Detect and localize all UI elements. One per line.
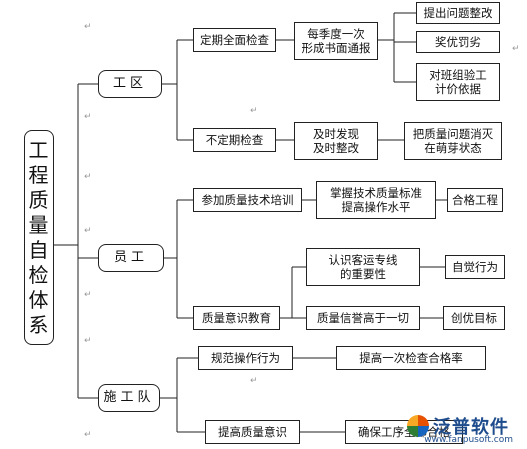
paragraph-mark: ↵ bbox=[84, 112, 92, 122]
paragraph-mark: ↵ bbox=[84, 290, 92, 300]
root-node: 工 程 质 量 自 检 体 系 bbox=[24, 130, 54, 345]
paragraph-mark: ↵ bbox=[84, 22, 92, 32]
master-standard-node: 掌握技术质量标准 提高操作水平 bbox=[316, 181, 436, 219]
brand-watermark: 泛普软件 bbox=[407, 413, 509, 439]
paragraph-mark: ↵ bbox=[250, 376, 258, 386]
team-basis-node: 对班组验工 计价依据 bbox=[416, 63, 500, 101]
reward-penalty-node: 奖优罚劣 bbox=[416, 31, 500, 53]
paragraph-mark: ↵ bbox=[84, 172, 92, 182]
brand-name: 泛普软件 bbox=[433, 417, 509, 438]
paragraph-mark: ↵ bbox=[84, 226, 92, 236]
paragraph-mark: ↵ bbox=[84, 430, 92, 440]
reputation-first-node: 质量信誉高于一切 bbox=[306, 306, 420, 330]
irregular-check-node: 不定期检查 bbox=[193, 128, 276, 152]
staff-node: 员工 bbox=[98, 244, 164, 272]
paragraph-mark: ↵ bbox=[512, 44, 520, 54]
awareness-education-node: 质量意识教育 bbox=[193, 306, 280, 330]
timely-fix-node: 及时发现 及时整改 bbox=[294, 122, 378, 160]
pass-rate-node: 提高一次检查合格率 bbox=[336, 346, 486, 370]
tech-training-node: 参加质量技术培训 bbox=[193, 188, 302, 212]
brand-logo-icon bbox=[407, 415, 429, 437]
work-area-node: 工区 bbox=[98, 70, 162, 98]
crew-node: 施工队 bbox=[98, 384, 160, 412]
standard-operation-node: 规范操作行为 bbox=[198, 346, 293, 370]
raise-awareness-node: 提高质量意识 bbox=[205, 420, 300, 444]
paragraph-mark: ↵ bbox=[84, 336, 92, 346]
regular-check-node: 定期全面检查 bbox=[193, 28, 276, 52]
qualified-work-node: 合格工程 bbox=[447, 188, 503, 212]
excellence-goal-node: 创优目标 bbox=[443, 306, 505, 330]
raise-issues-node: 提出问题整改 bbox=[416, 2, 500, 24]
nip-in-bud-node: 把质量问题消灭 在萌芽状态 bbox=[404, 122, 502, 160]
brand-site: www.fanpusoft.com bbox=[424, 435, 513, 445]
self-conscious-node: 自觉行为 bbox=[445, 255, 505, 279]
quarterly-report-node: 每季度一次 形成书面通报 bbox=[294, 22, 378, 60]
passenger-line-importance-node: 认识客运专线 的重要性 bbox=[306, 248, 420, 286]
paragraph-mark: ↵ bbox=[250, 106, 258, 116]
